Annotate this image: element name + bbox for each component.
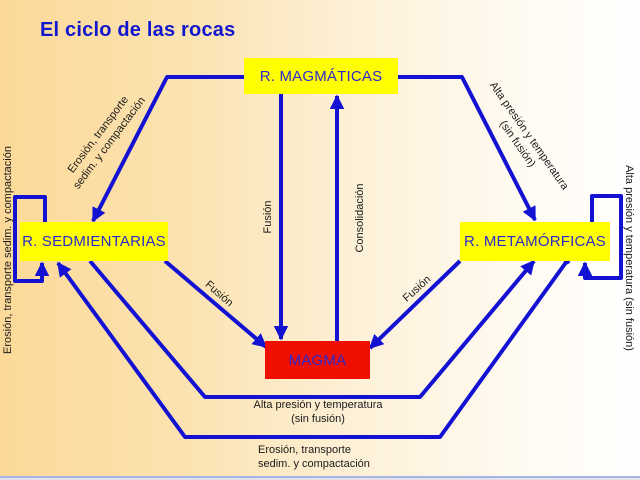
edge-magmaticas-to-sedimentarias: [91, 75, 244, 223]
node-metamorficas: R. METAMÓRFICAS: [460, 222, 610, 261]
edge-label-fusion-center: Fusión: [261, 200, 274, 234]
node-magmaticas: R. MAGMÁTICAS: [244, 58, 398, 94]
slide-title: El ciclo de las rocas: [40, 19, 236, 41]
node-sedimentarias-label: R. SEDMIENTARIAS: [22, 233, 166, 250]
node-metamorficas-label: R. METAMÓRFICAS: [464, 233, 606, 250]
bottom-border: [0, 476, 640, 480]
edge-sedimentarias-to-magma-fusion: [163, 259, 268, 349]
node-magmaticas-label: R. MAGMÁTICAS: [259, 67, 383, 85]
edge-sedimentarias-to-metamorficas-bottom: [88, 259, 536, 399]
edge-label-alta-bottom: Alta presión y temperatura (sin fusión): [253, 398, 383, 425]
edge-label-erosion-left-vertical: Erosión, transporte sedim. y compactació…: [1, 146, 14, 354]
edge-label-consolidacion: Consolidación: [353, 183, 366, 253]
edge-metamorficas-to-magma-fusion: [368, 259, 462, 350]
edge-metamorficas-to-sedimentarias-bottom: [56, 259, 569, 439]
edge-metamorficas-self-loop: [577, 194, 623, 280]
edge-label-alta-right-vertical: Alta presión y temperatura (sin fusión): [623, 165, 636, 351]
node-magma: MAGMA: [265, 341, 370, 379]
edge-sedimentarias-self-loop: [13, 195, 50, 283]
node-magma-label: MAGMA: [288, 351, 347, 369]
node-sedimentarias: R. SEDMIENTARIAS: [20, 222, 168, 261]
edge-label-erosion-bottom: Erosión, transporte sedim. y compactació…: [258, 444, 370, 471]
edge-magmaticas-to-metamorficas: [398, 75, 537, 222]
